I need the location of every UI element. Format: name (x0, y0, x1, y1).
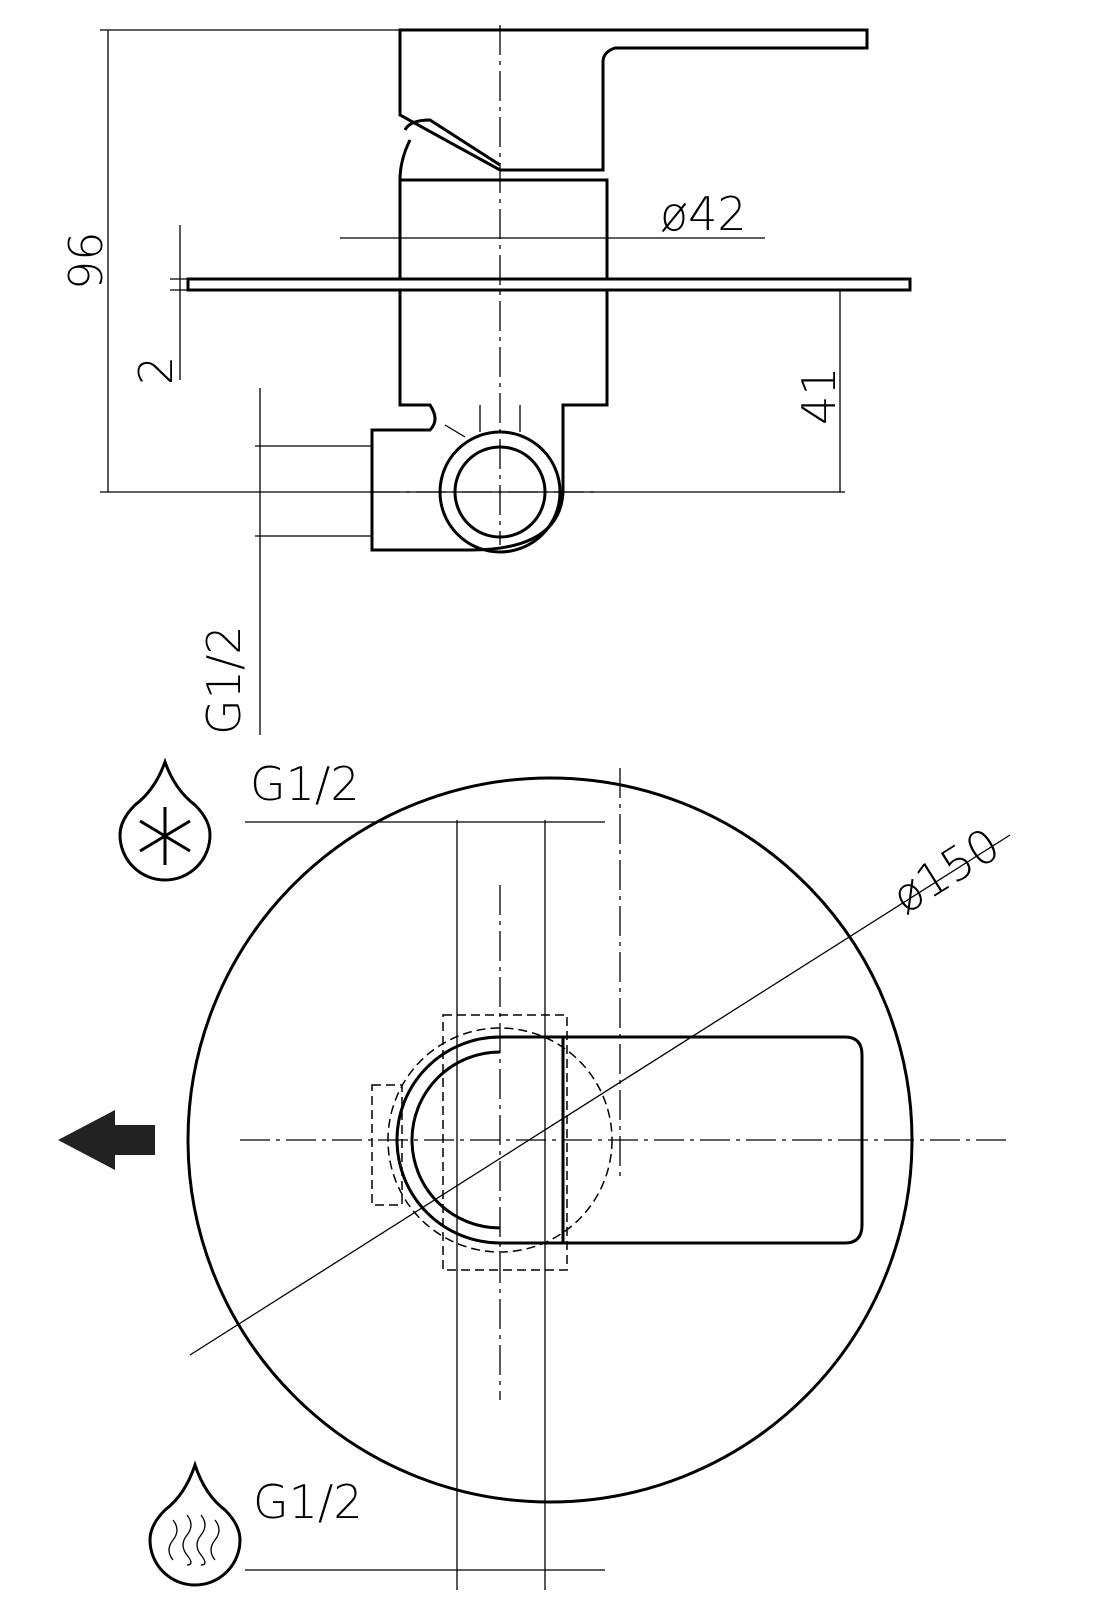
dim-diameter-42: ø42 (660, 187, 747, 241)
cold-water-icon (118, 757, 212, 882)
cartridge-body (398, 178, 609, 281)
dim-41: 41 (792, 366, 846, 425)
outlet-arrow-icon (58, 1110, 155, 1170)
handle-outline (398, 28, 869, 172)
side-view: 96 2 ø42 41 G1/2 (59, 25, 912, 735)
dim-diameter-150: ø150 (882, 817, 1009, 924)
dim-96: 96 (59, 231, 113, 290)
cover-plate (186, 277, 912, 292)
dim-2: 2 (129, 356, 183, 385)
dim-g12-top: G1/2 (250, 757, 360, 811)
lever-handle (395, 1035, 864, 1245)
dim-g12-bottom: G1/2 (253, 1475, 363, 1529)
dim-g12-side: G1/2 (197, 625, 251, 735)
hot-water-icon (148, 1460, 242, 1587)
front-view: G1/2 G1/2 ø150 (58, 757, 1011, 1590)
